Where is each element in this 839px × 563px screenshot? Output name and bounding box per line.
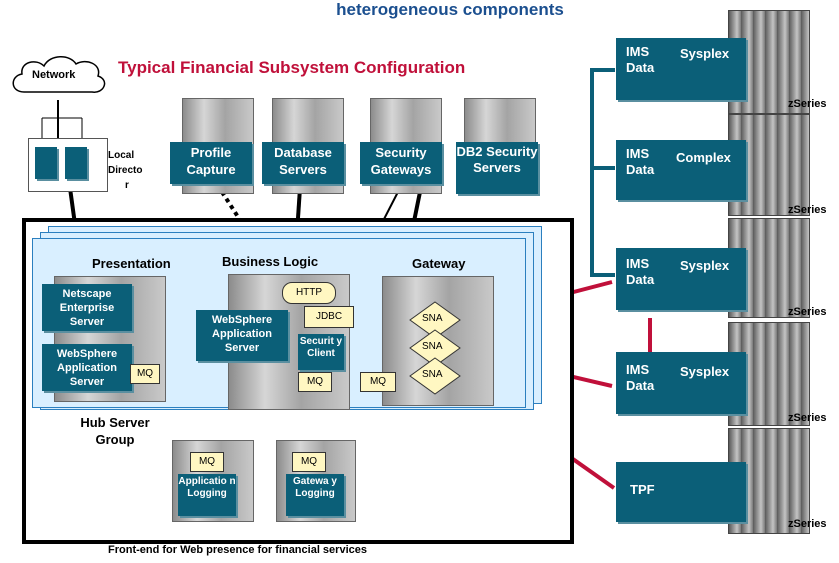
- ims-sysplex-box: [616, 352, 746, 414]
- mq-tag: MQ: [130, 364, 160, 384]
- network-label: Network: [32, 69, 76, 81]
- websphere-app-server-box: WebSphere Application Server: [196, 310, 288, 361]
- db2-security-servers-box: DB2 Security Servers: [456, 142, 538, 194]
- sna-diamonds: [409, 301, 461, 395]
- tpf-label: TPF: [630, 482, 655, 497]
- local-director-label: Local Directo r: [108, 148, 146, 193]
- ims-complex-box: [616, 140, 746, 200]
- sna-tag: SNA: [422, 313, 443, 324]
- application-logging-box: Applicatio n Logging: [178, 474, 236, 516]
- zseries-label: zSeries: [788, 306, 827, 318]
- complex-label: Complex: [676, 150, 731, 165]
- tpf-box: [616, 462, 746, 522]
- database-servers-box: Database Servers: [262, 142, 344, 184]
- ims-data-label: IMS Data: [626, 362, 655, 393]
- security-client-box: Securit y Client: [298, 334, 344, 370]
- jdbc-tag: JDBC: [304, 306, 354, 328]
- sysplex-label: Sysplex: [680, 364, 730, 379]
- cloud-icon: [12, 56, 106, 93]
- zseries-label: zSeries: [788, 98, 827, 110]
- ims-sysplex-box: [616, 248, 746, 310]
- zseries-label: zSeries: [788, 518, 827, 530]
- director-unit-icon: [65, 147, 87, 179]
- mq-tag: MQ: [360, 372, 396, 392]
- gateway-logging-box: Gatewa y Logging: [286, 474, 344, 516]
- presentation-label: Presentation: [92, 256, 171, 271]
- zseries-label: zSeries: [788, 204, 827, 216]
- http-tag: HTTP: [282, 282, 336, 304]
- zseries-label: zSeries: [788, 412, 827, 424]
- local-director-label-line: Directo: [108, 165, 143, 176]
- websphere-server-box: WebSphere Application Server: [42, 344, 132, 391]
- sna-tag: SNA: [422, 341, 443, 352]
- ims-data-label: IMS Data: [626, 146, 655, 177]
- gateway-label: Gateway: [412, 256, 466, 271]
- caption: Front-end for Web presence for financial…: [108, 544, 367, 556]
- business-logic-label: Business Logic: [222, 254, 319, 269]
- mq-tag: MQ: [292, 452, 326, 472]
- director-unit-icon: [35, 147, 57, 179]
- ims-data-label: IMS Data: [626, 256, 655, 287]
- ims-sysplex-box: [616, 38, 746, 100]
- diagram-subtitle: Typical Financial Subsystem Configuratio…: [118, 58, 466, 77]
- sysplex-label: Sysplex: [680, 46, 730, 61]
- local-director-label-line: r: [125, 180, 129, 191]
- netscape-server-box: Netscape Enterprise Server: [42, 284, 132, 331]
- mq-tag: MQ: [190, 452, 224, 472]
- network-cloud: Network: [6, 52, 110, 100]
- security-gateways-box: Security Gateways: [360, 142, 442, 184]
- sysplex-label: Sysplex: [680, 258, 730, 273]
- local-director-label-line: Local: [108, 150, 135, 161]
- hub-server-group-label: Hub Server Group: [80, 415, 150, 447]
- mq-tag: MQ: [298, 372, 332, 392]
- sna-tag: SNA: [422, 369, 443, 380]
- ims-data-label: IMS Data: [626, 44, 655, 75]
- profile-capture-box: Profile Capture: [170, 142, 252, 184]
- diagram-heading: heterogeneous components: [336, 0, 564, 19]
- local-director: [28, 138, 108, 192]
